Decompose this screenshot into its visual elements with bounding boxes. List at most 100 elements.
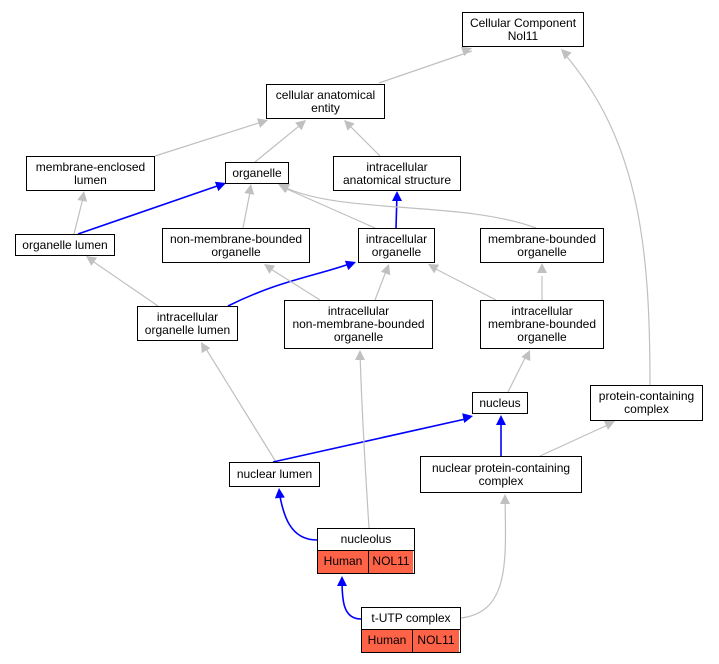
edge-line [87,257,159,307]
node-label: nucleolus [340,532,392,546]
edge-line [281,185,537,229]
node-cellular-component[interactable]: Cellular Component Nol11 [462,12,584,47]
nucleolus-annotation-row: Human NOL11 [317,551,415,574]
arrowhead [428,264,440,274]
node-label: protein-containing complex [598,389,695,416]
node-label: intracellular anatomical structure [342,159,452,187]
arrowhead [603,420,615,430]
edge-line [254,121,305,163]
edge-tutp-to-npcc [460,494,510,619]
node-protein-containing-complex[interactable]: protein-containing complex [590,385,703,421]
edge-nl-to-iol [201,342,277,463]
edge-iol-to-io [227,260,356,307]
edge-nucleus-to-imbo [507,350,531,393]
node-intracellular-organelle-lumen[interactable]: intracellular organelle lumen [137,306,238,341]
node-intracellular-membrane-bounded-organelle[interactable]: intracellular membrane-bounded organelle [480,300,604,349]
node-label: membrane-bounded organelle [487,231,597,259]
node-label: t-UTP complex [371,611,451,625]
edge-organelle-to-cae [254,120,306,163]
node-label: organelle lumen [22,237,108,252]
edge-line [507,351,529,393]
edge-ol-to-organelle [77,181,226,235]
arrowhead [244,184,255,195]
edge-nucleolus-to-nl [274,488,318,541]
node-membrane-enclosed-lumen[interactable]: membrane-enclosed lumen [26,156,155,191]
node-label: intracellular non-membrane-bounded organ… [292,304,425,344]
arrowhead [295,120,306,131]
arrowhead [460,46,472,57]
edge-ol-to-mel [73,191,88,235]
node-nuclear-lumen[interactable]: nuclear lumen [229,462,320,487]
edge-mbo-to-organelle [279,183,537,229]
edge-nucleolus-to-inmbo [355,350,370,529]
node-nucleolus[interactable]: nucleolus [317,528,415,551]
edge-iol-to-ol [86,256,159,307]
edge-pcc-to-cc [561,49,651,386]
node-label: cellular anatomical entity [275,87,376,115]
node-label: intracellular organelle lumen [144,309,231,337]
edge-line [539,422,613,457]
arrowhead [537,263,547,273]
node-organelle-lumen[interactable]: organelle lumen [15,234,115,256]
edge-nmbo-to-organelle [242,184,255,229]
species-badge: Human [362,630,412,652]
node-label: Cellular Component Nol11 [469,15,577,43]
arrowhead [279,183,291,193]
node-label: membrane-enclosed lumen [35,159,146,187]
edge-line [378,50,473,84]
gene-badge: NOL11 [368,551,413,573]
arrowhead [380,264,391,276]
arrowhead [521,350,531,362]
node-nucleus[interactable]: nucleus [472,392,528,414]
edge-tutp-to-nucleolus [337,576,362,620]
node-nuclear-protein-containing-complex[interactable]: nuclear protein-containing complex [420,456,582,493]
node-intracellular-non-membrane-bounded-organelle[interactable]: intracellular non-membrane-bounded organ… [284,300,433,349]
gene-badge: NOL11 [412,630,459,652]
edge-line [460,495,507,619]
edge-io-to-ias [392,191,402,229]
edge-cae-to-cc [378,46,473,84]
arrowhead [77,191,88,202]
arrowhead [500,494,510,504]
node-membrane-bounded-organelle[interactable]: membrane-bounded organelle [480,228,604,263]
edge-line [272,417,471,463]
edge-inmbo-to-io [374,264,391,301]
node-label: nucleus [479,395,521,410]
arrowhead [561,49,572,60]
arrowhead [256,118,268,128]
arrowhead [355,350,365,360]
node-intracellular-organelle[interactable]: intracellular organelle [358,228,435,263]
node-cellular-anatomical-entity[interactable]: cellular anatomical entity [266,84,385,119]
edge-line [279,185,376,229]
node-non-membrane-bounded-organelle[interactable]: non-membrane-bounded organelle [162,228,310,263]
species-badge: Human [318,551,368,573]
edge-inmbo-to-nmbo [264,264,321,301]
edge-line [265,265,321,301]
edge-line [77,183,224,235]
edge-line [202,343,277,463]
node-label: nuclear protein-containing complex [431,460,571,488]
node-organelle[interactable]: organelle [225,162,289,184]
node-intracellular-anatomical-structure[interactable]: intracellular anatomical structure [333,156,461,191]
arrowhead [496,415,506,425]
arrowhead [86,256,98,266]
t-utp-annotation-row: Human NOL11 [361,630,461,653]
arrowhead [337,576,347,586]
edge-line [561,50,651,386]
edge-npcc-to-pcc [539,420,615,457]
edge-nl-to-nucleus [272,413,473,463]
edge-line [154,120,266,157]
node-label: intracellular organelle [365,231,428,259]
edge-line [227,262,353,307]
arrowhead [264,264,276,274]
edge-mel-to-cae [154,118,268,157]
node-label: organelle [232,165,282,180]
node-t-utp-complex[interactable]: t-UTP complex [361,607,461,630]
arrowhead [201,342,211,354]
edge-imbo-to-mbo [537,263,547,300]
arrowhead [392,191,402,201]
edge-imbo-to-io [428,264,497,301]
arrowhead [462,413,473,423]
